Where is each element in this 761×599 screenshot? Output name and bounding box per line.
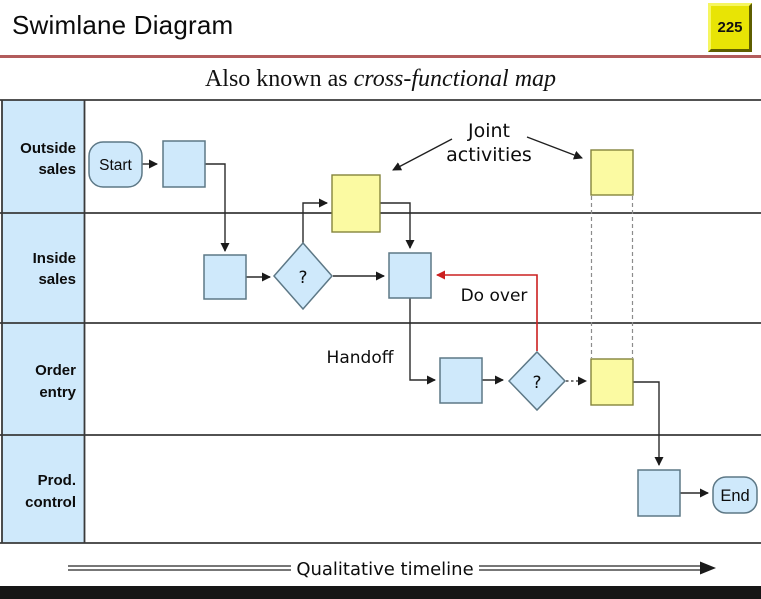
- decision-diamond-1: [273, 241, 333, 311]
- lane-label-order-entry-line1: Order: [35, 362, 76, 379]
- do-over-label: Do over: [461, 286, 528, 306]
- lane-label-outside-sales-line2: sales: [38, 161, 76, 178]
- lane-label-prod-control-line2: control: [25, 494, 76, 511]
- lane-label-prod-control-line1: Prod.: [38, 472, 76, 489]
- joint-activities-label-line2: activities: [446, 144, 532, 166]
- timeline-label: Qualitative timeline: [296, 559, 473, 580]
- task-box-4: [439, 357, 483, 404]
- subtitle: Also known as cross-functional map: [0, 66, 761, 93]
- task-box-2: [203, 254, 247, 300]
- decision-2-label: ?: [532, 373, 541, 393]
- connector-task1-to-task2: [204, 163, 230, 252]
- page-title: Swimlane Diagram: [12, 10, 234, 40]
- joint-activity-box-3: [590, 358, 634, 406]
- end-label: End: [720, 487, 749, 505]
- subtitle-emphasis: cross-functional map: [353, 66, 557, 92]
- task-box-3: [388, 252, 432, 299]
- start-node: [88, 141, 143, 188]
- title-rule: [0, 55, 761, 58]
- lane-label-order-entry-line2: entry: [39, 384, 76, 401]
- timeline-arrowhead-icon: [700, 561, 716, 575]
- lane-label-column: [2, 100, 85, 543]
- task-box-5: [637, 469, 681, 517]
- joint-annotation-arrow-left: [392, 138, 453, 171]
- connector-joint1-to-task3: [380, 202, 415, 249]
- page-number-badge: 225: [708, 3, 752, 52]
- lane-label-inside-sales-line2: sales: [38, 271, 76, 288]
- joint-activities-label-line1: Joint: [467, 120, 510, 142]
- joint-annotation-arrow-right: [526, 136, 583, 160]
- connector-task3-to-task4: [409, 298, 436, 385]
- lane-label-inside-sales-line1: Inside: [33, 250, 76, 267]
- connector-joint3-to-task5: [633, 381, 664, 466]
- connector-do-over-red: [436, 270, 538, 351]
- decision-diamond-2: [507, 350, 567, 412]
- lane-label-outside-sales-line1: Outside: [20, 140, 76, 157]
- subtitle-prefix: Also known as: [204, 66, 354, 92]
- handoff-label: Handoff: [327, 348, 395, 368]
- footer-bar: [0, 586, 761, 599]
- connector-decision1-to-joint1: [302, 198, 328, 243]
- task-box-1: [162, 140, 206, 188]
- end-node: [712, 476, 758, 514]
- joint-activity-box-1: [331, 174, 381, 233]
- decision-1-label: ?: [298, 268, 307, 288]
- joint-activity-box-2: [590, 149, 634, 196]
- start-label: Start: [99, 157, 132, 174]
